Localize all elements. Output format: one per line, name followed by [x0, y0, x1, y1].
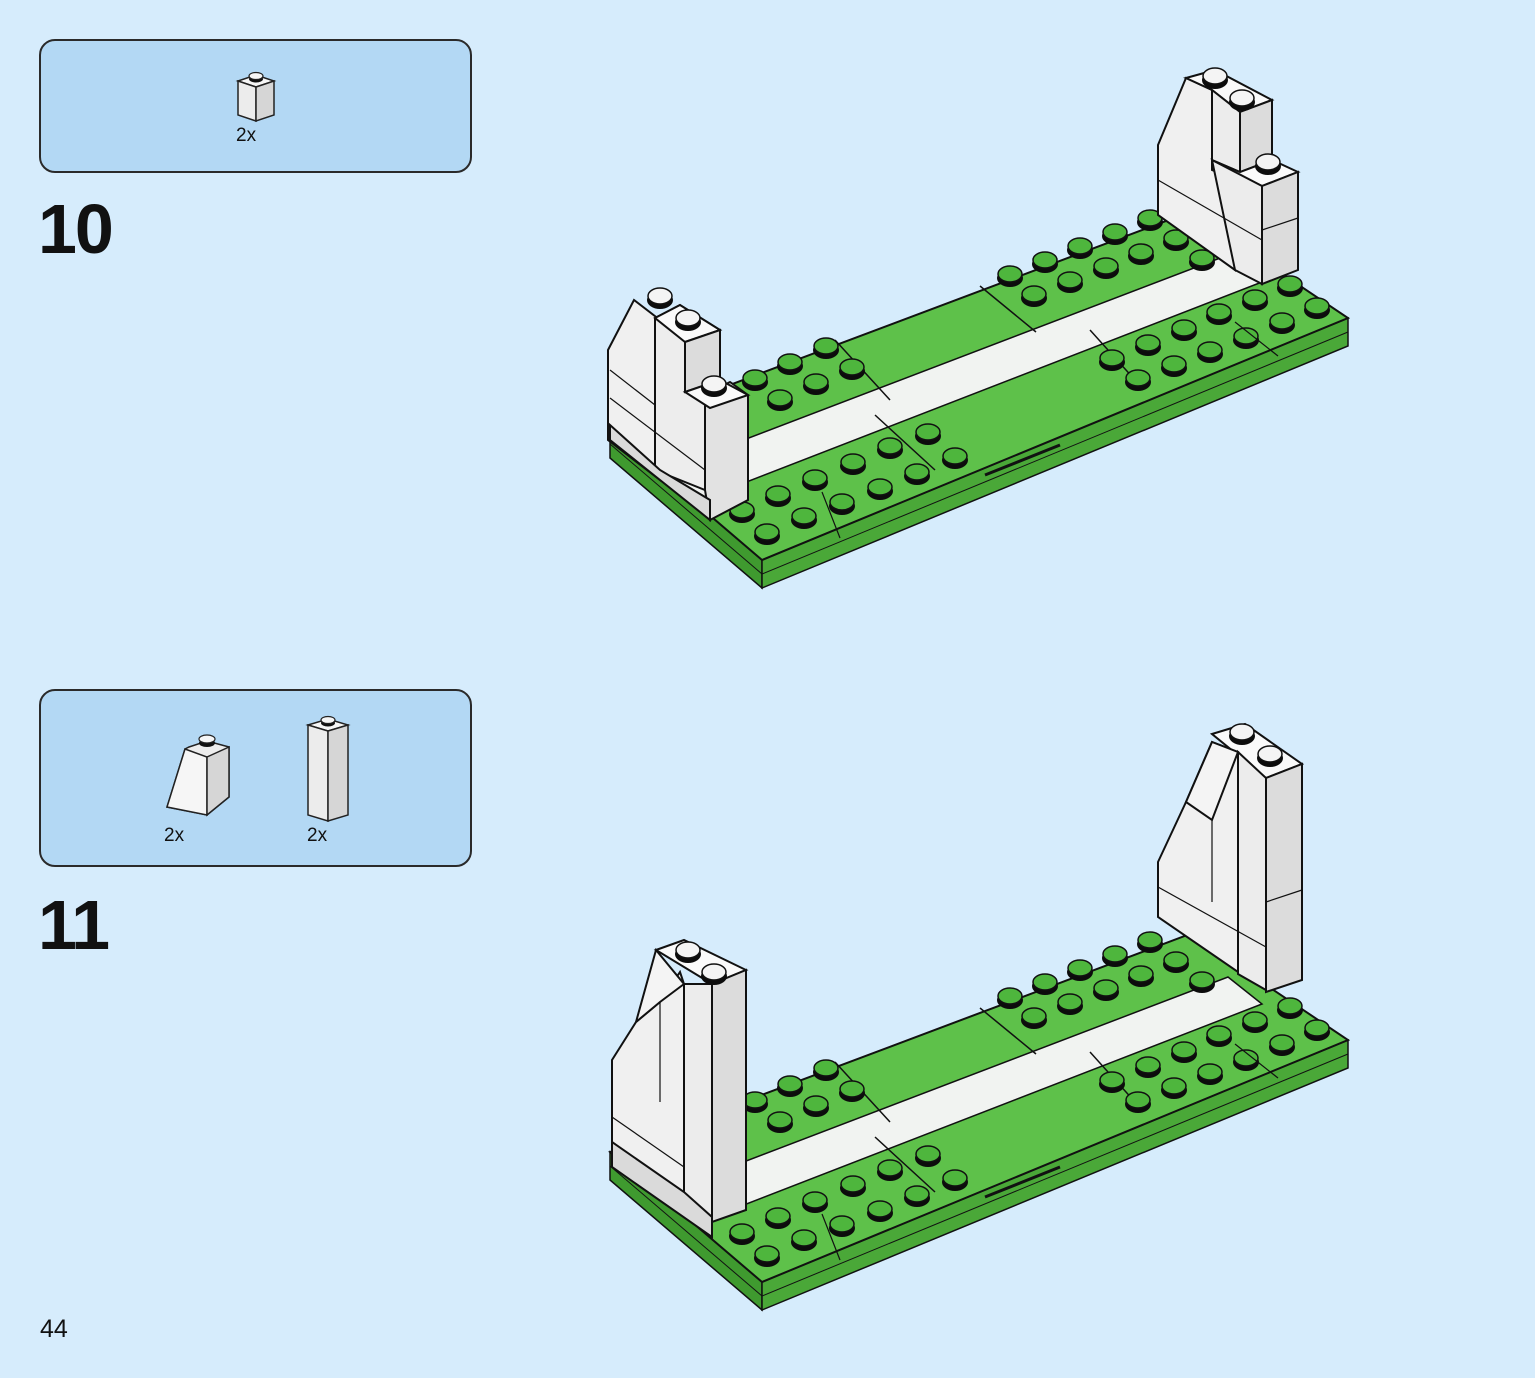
- brick-1x1-white-icon: [234, 69, 280, 130]
- left-wall: [607, 298, 751, 523]
- right-wall: [1157, 68, 1301, 286]
- part-quantity: 2x: [164, 825, 185, 846]
- page-number: 44: [40, 1315, 68, 1343]
- right-wall: [1157, 722, 1305, 994]
- step-number: 11: [38, 886, 110, 964]
- brick-1x1x3-white-icon: [304, 711, 354, 831]
- part-quantity: 2x: [236, 125, 257, 146]
- step-10-model: [0, 0, 1535, 625]
- baseplate-road-assembly: [607, 67, 1535, 620]
- step-11-parts-box: 2x 2x: [39, 689, 472, 867]
- baseplate-road-assembly: [0, 722, 1535, 1320]
- part-quantity: 2x: [307, 825, 328, 846]
- slope-1x1x2-white-icon: [163, 729, 233, 830]
- step-11-model: [0, 720, 1535, 1325]
- step-10-parts-box: 2x: [39, 39, 472, 173]
- step-number: 10: [38, 190, 114, 268]
